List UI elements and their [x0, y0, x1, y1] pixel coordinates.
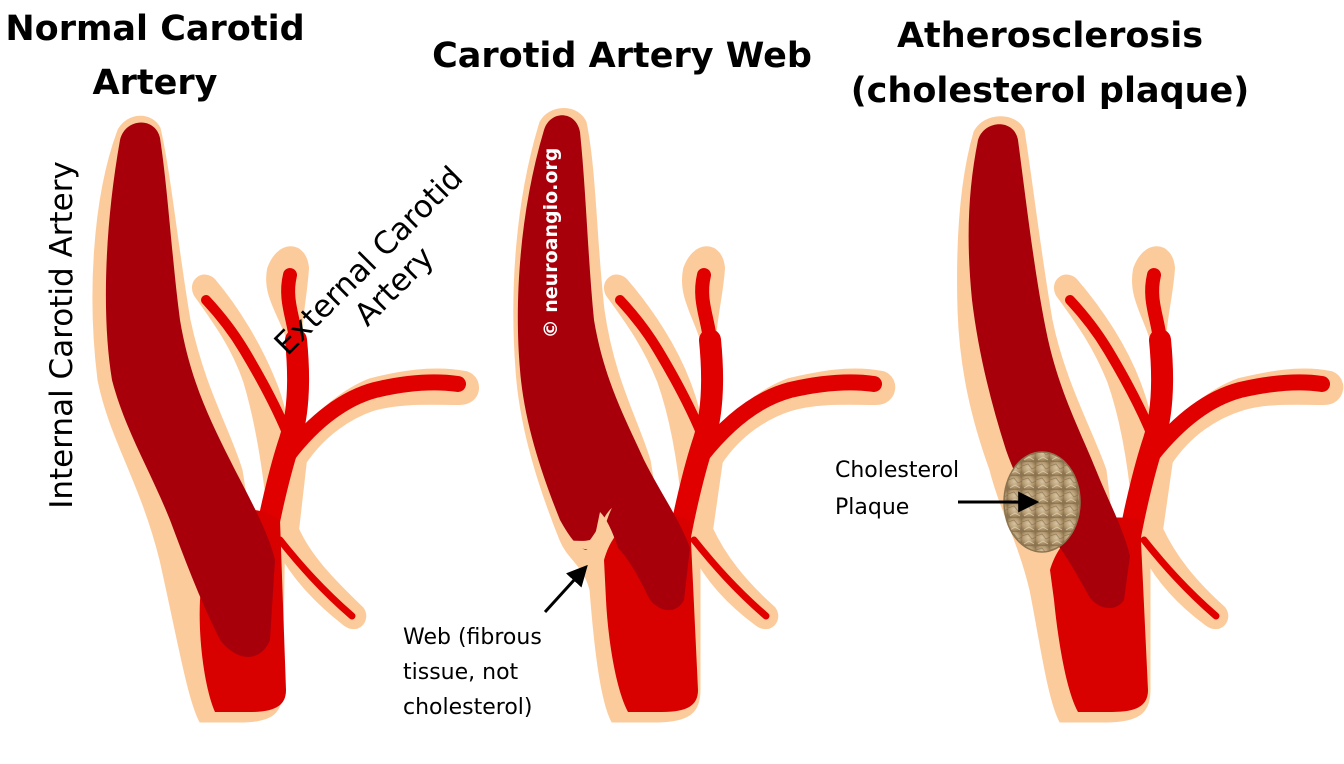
label-web-line2: tissue, not [403, 660, 519, 685]
label-plaque-line2: Plaque [835, 495, 909, 520]
label-internal-carotid: Internal Carotid Artery [44, 161, 80, 509]
internal-carotid-web [517, 115, 690, 611]
title-web: Carotid Artery Web [432, 36, 812, 76]
title-athero-line1: Atherosclerosis [897, 16, 1203, 56]
title-normal-line2: Artery [93, 63, 218, 103]
panel-atherosclerosis [957, 116, 1344, 723]
watermark: © neuroangio.org [540, 148, 562, 339]
label-plaque-line1: Cholesterol [835, 458, 959, 483]
label-web-line3: cholesterol) [403, 695, 533, 720]
title-normal-line1: Normal Carotid [5, 9, 304, 49]
label-web-line1: Web (fibrous [403, 625, 542, 650]
panel-normal [92, 115, 479, 723]
internal-carotid-normal [105, 122, 275, 657]
internal-carotid-athero [968, 124, 1130, 609]
web-flap [560, 508, 612, 550]
title-athero-line2: (cholesterol plaque) [851, 71, 1250, 111]
web-arrow [543, 564, 588, 614]
panel-web [513, 108, 896, 723]
